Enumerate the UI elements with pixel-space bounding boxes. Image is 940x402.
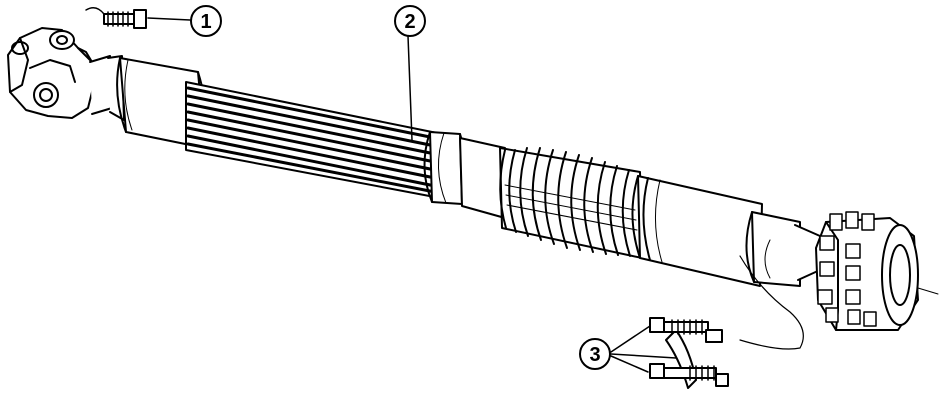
rear-stub-shaft bbox=[745, 211, 821, 287]
shaft-axis-line bbox=[917, 287, 939, 295]
callout-3-leader-c bbox=[610, 355, 649, 373]
clamp-strap-item-3 bbox=[649, 317, 729, 389]
rear-flange-joint bbox=[815, 211, 919, 331]
mid-sleeve bbox=[459, 137, 506, 219]
callout-3-leader-a bbox=[610, 325, 651, 353]
rear-tube bbox=[631, 175, 763, 287]
front-yoke-neck bbox=[89, 55, 125, 121]
callout-3-label: 3 bbox=[589, 344, 600, 366]
callout-2: 2 bbox=[394, 5, 426, 37]
clamp-leader-line bbox=[739, 255, 804, 350]
callout-2-leader bbox=[407, 35, 413, 141]
rubber-boot bbox=[499, 147, 643, 259]
front-u-joint-yoke bbox=[7, 27, 96, 119]
callout-2-label: 2 bbox=[404, 11, 415, 33]
callout-1: 1 bbox=[190, 5, 222, 37]
bolt-item-1 bbox=[85, 7, 147, 29]
callout-1-leader bbox=[147, 17, 191, 21]
callout-3: 3 bbox=[579, 338, 611, 370]
callout-1-label: 1 bbox=[200, 11, 211, 33]
splined-shaft bbox=[185, 81, 443, 199]
callout-3-leader-b bbox=[610, 353, 677, 359]
